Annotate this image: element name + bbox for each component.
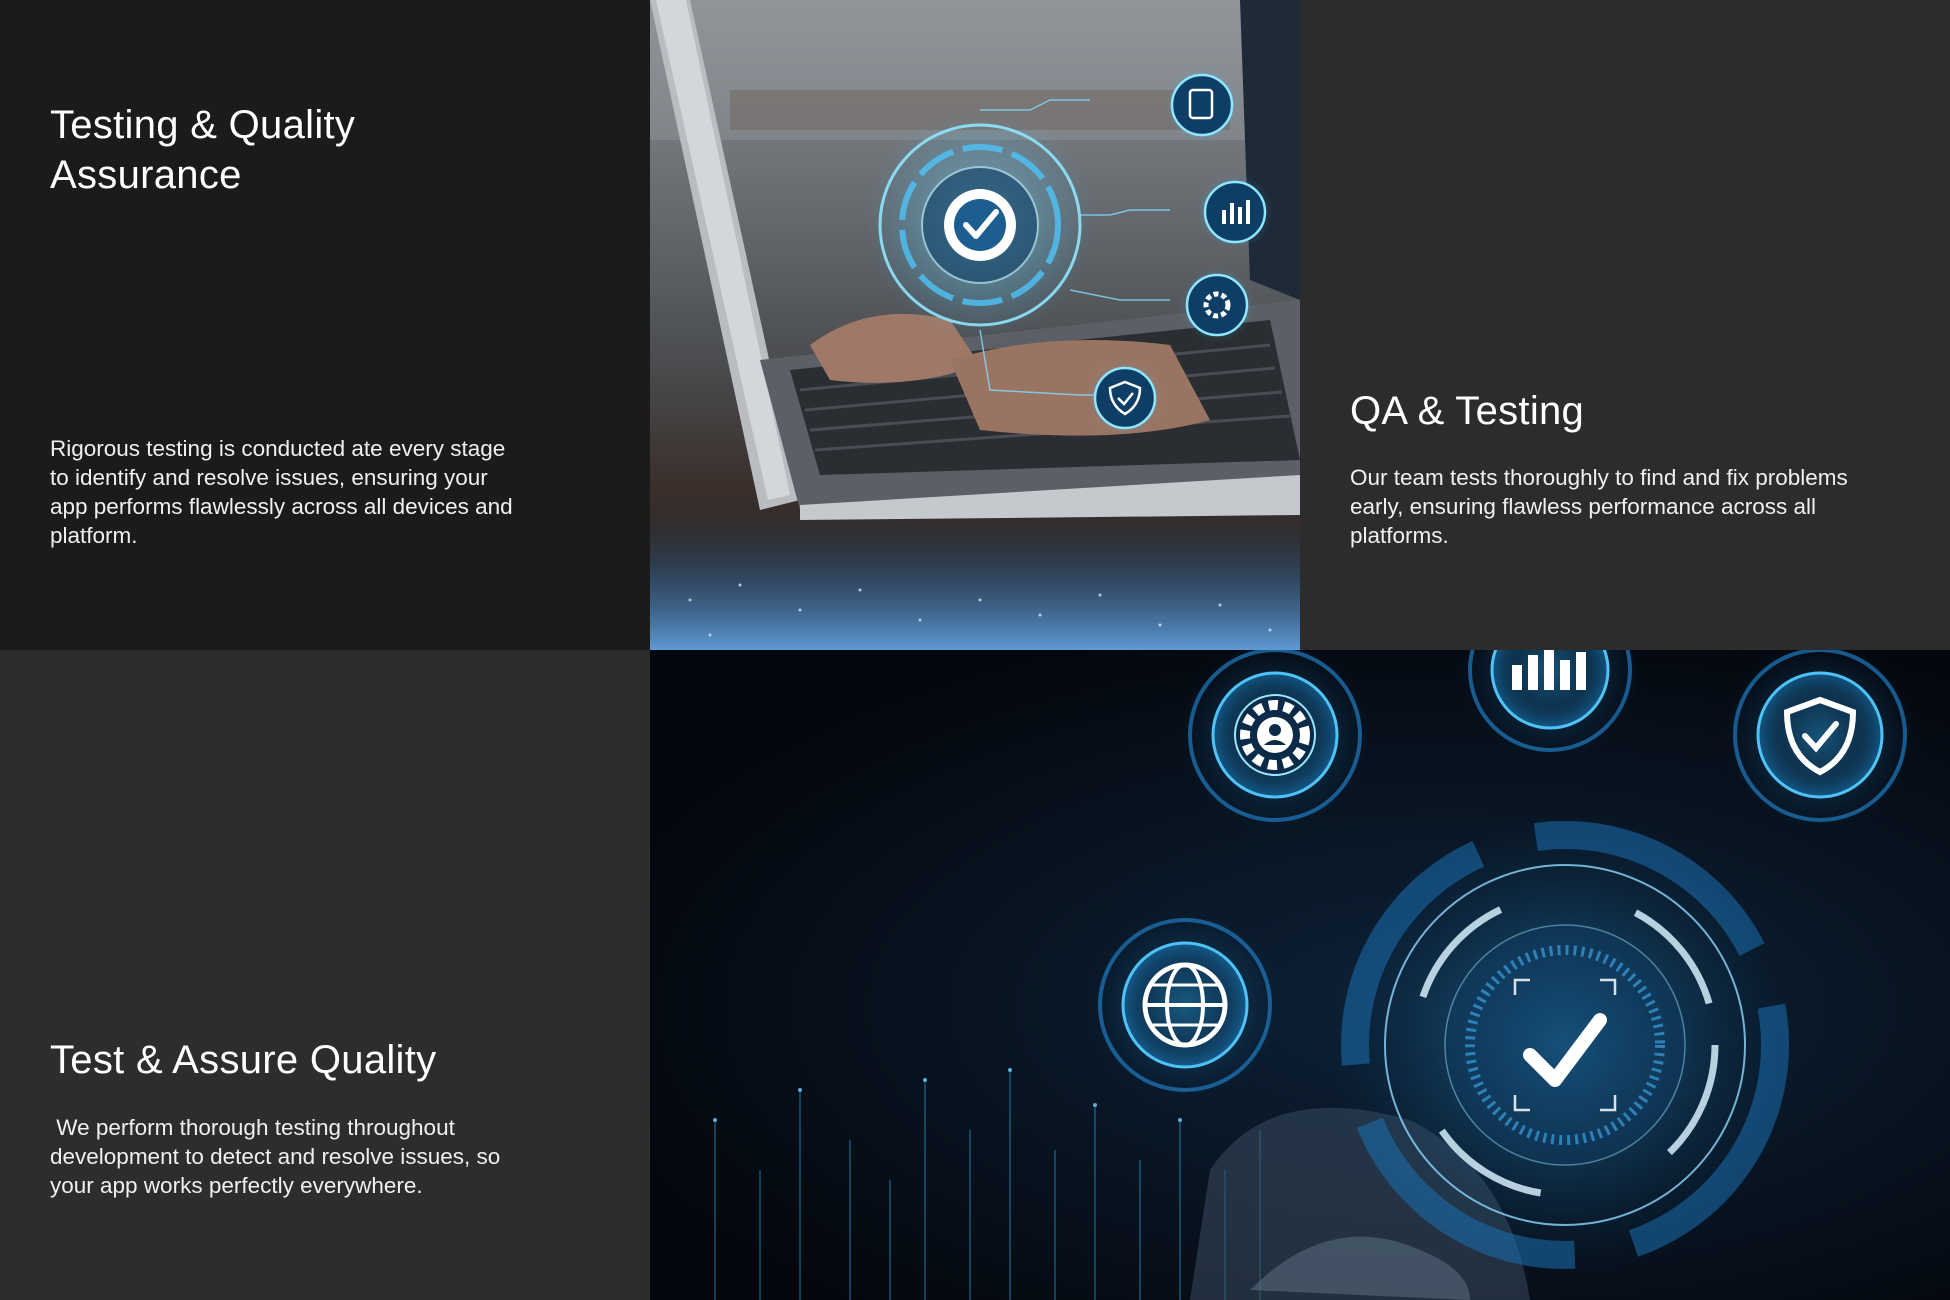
- shield-check-icon: [1087, 360, 1163, 436]
- tile-title: Testing & Quality Assurance: [50, 103, 356, 197]
- bar-chart-icon: [1460, 650, 1640, 760]
- testing-quality-tile: Testing & Quality Assurance Rigorous tes…: [0, 0, 650, 650]
- hand-hologram-photo: [650, 650, 1950, 1300]
- tile-title: QA & Testing: [1350, 389, 1585, 433]
- qa-testing-tile: QA & Testing Our team tests thoroughly t…: [1300, 0, 1950, 650]
- tile-description: Rigorous testing is conducted ate every …: [50, 436, 513, 548]
- checkmark-icon: [1335, 815, 1795, 1275]
- bar-chart-icon: [1197, 174, 1273, 250]
- tile-description: Our team tests thoroughly to find and fi…: [1350, 465, 1848, 548]
- settings-cog-icon: [1179, 267, 1255, 343]
- globe-icon: [1090, 910, 1280, 1100]
- test-assure-tile: Test & Assure Quality We perform thoroug…: [0, 650, 650, 1300]
- gear-person-icon: [1180, 650, 1370, 830]
- tile-title: Test & Assure Quality: [50, 1038, 437, 1082]
- clipboard-gear-icon: [1164, 67, 1240, 143]
- shield-check-icon: [1725, 650, 1915, 830]
- laptop-photo: [650, 0, 1300, 650]
- gear-check-icon: [865, 110, 1095, 340]
- tile-description: We perform thorough testing throughout d…: [50, 1115, 507, 1198]
